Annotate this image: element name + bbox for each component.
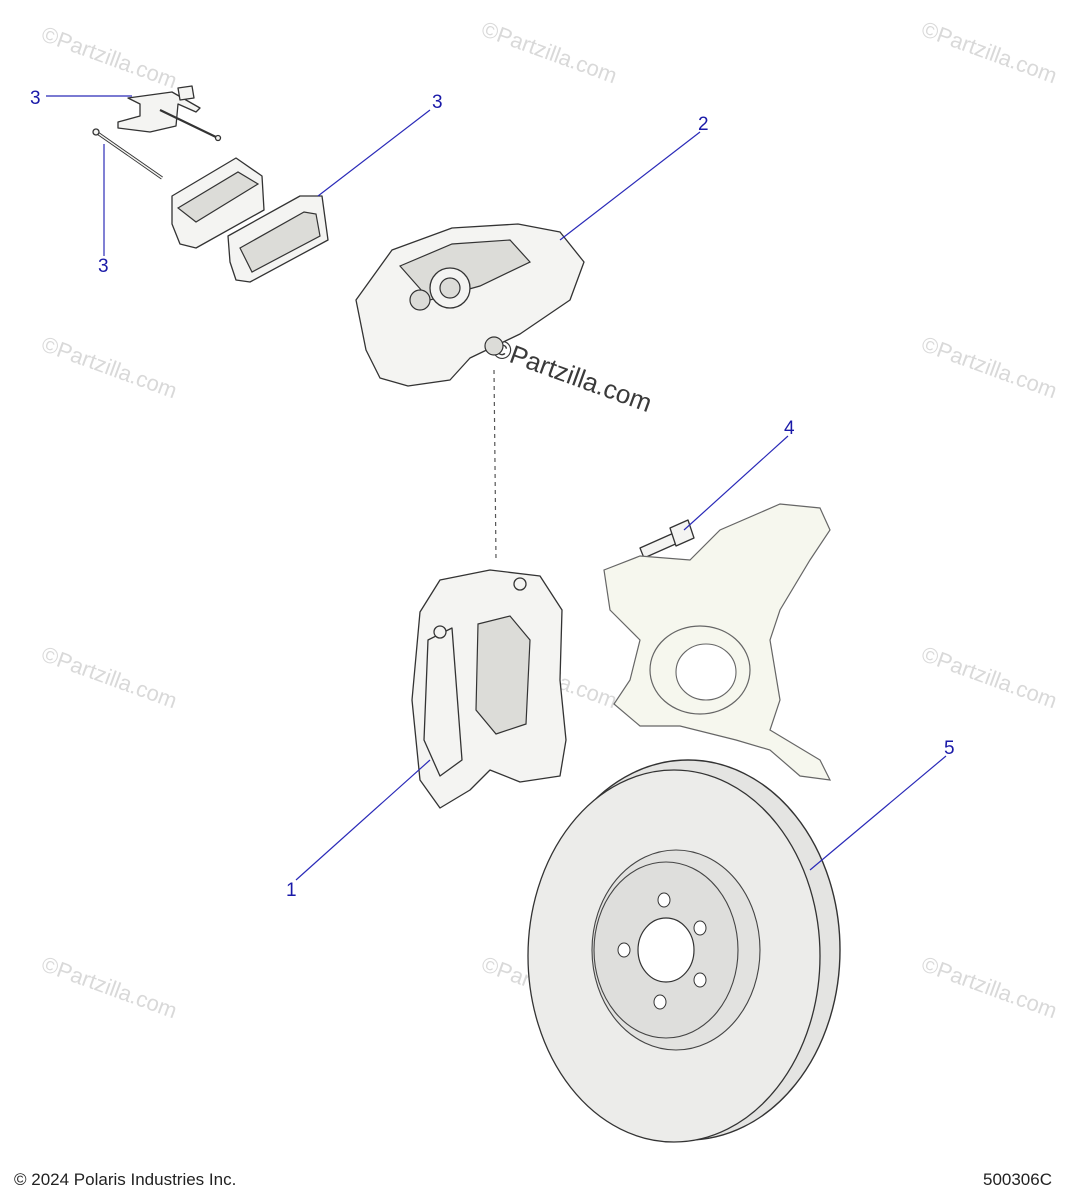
callout-pin: 3 <box>98 256 109 277</box>
brake-rotor-part <box>527 759 841 1143</box>
callout-clip: 3 <box>30 88 41 109</box>
watermark: ©Partzilla.com <box>918 16 1060 88</box>
caliper-part <box>411 569 567 809</box>
callout-bolt: 4 <box>784 418 795 439</box>
callout-labels: 3 3 3 2 4 1 5 <box>30 88 955 901</box>
callout-pad-right: 3 <box>432 92 443 113</box>
callout-caliper-assembly: 2 <box>698 114 709 135</box>
assembly-guide-line <box>493 369 497 561</box>
leader-lines <box>46 95 947 881</box>
watermark: ©Partzilla.com <box>38 951 180 1023</box>
steering-knuckle-part <box>603 503 832 781</box>
watermark-center: ©Partzilla.com <box>488 332 656 418</box>
caliper-assembly-part <box>355 223 585 387</box>
watermark: ©Partzilla.com <box>38 641 180 713</box>
callout-rotor: 5 <box>944 738 955 759</box>
pad-clip-part <box>117 85 222 142</box>
brake-pad-left-part <box>171 157 265 249</box>
copyright-text: © 2024 Polaris Industries Inc. <box>14 1170 237 1189</box>
watermark: ©Partzilla.com <box>918 951 1060 1023</box>
watermark: ©Partzilla.com <box>478 16 620 88</box>
pad-pin-part <box>92 128 163 180</box>
diagram-code: 500306C <box>982 1170 1052 1189</box>
bolt-part <box>639 519 695 559</box>
watermark: ©Partzilla.com <box>38 21 180 93</box>
watermark: ©Partzilla.com <box>918 331 1060 403</box>
brake-pad-right-part <box>227 195 329 283</box>
watermark: ©Partzilla.com <box>918 641 1060 713</box>
watermark: ©Partzilla.com <box>38 331 180 403</box>
callout-caliper: 1 <box>286 880 297 901</box>
